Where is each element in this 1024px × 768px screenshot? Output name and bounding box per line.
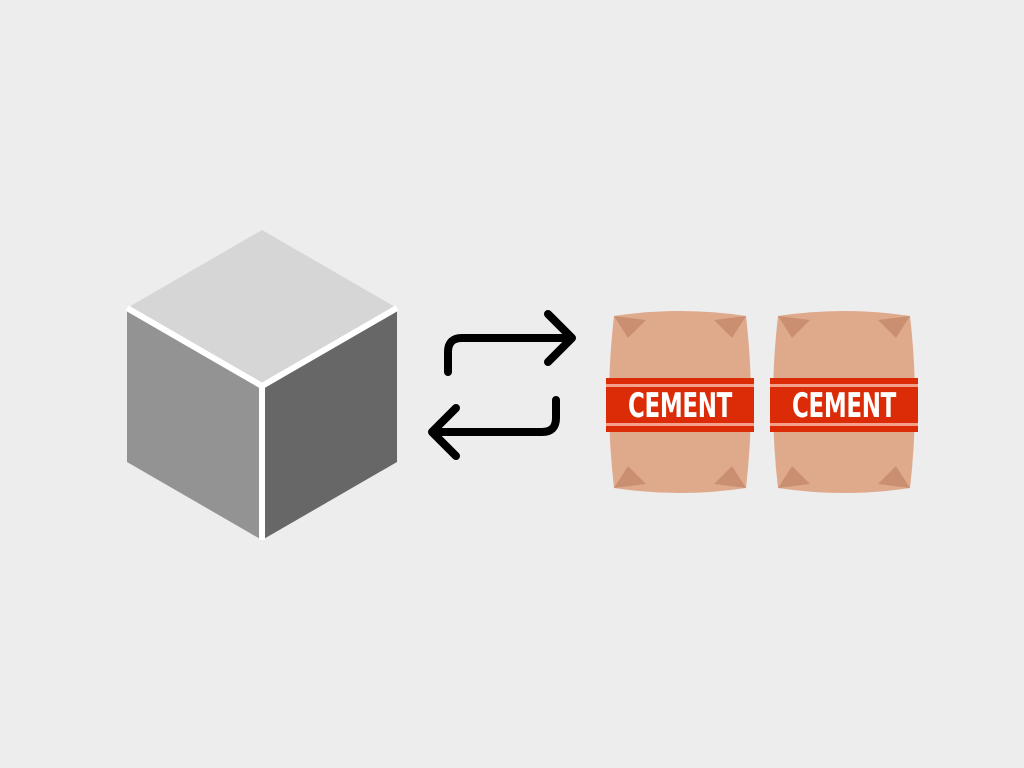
bag-corner-shading <box>614 316 746 488</box>
bag-band-stripe-bottom <box>606 423 754 426</box>
bag-corner-shading <box>778 316 910 488</box>
bag-label: CEMENT <box>628 386 733 426</box>
exchange-arrows-icon <box>428 310 576 460</box>
cube-left-face <box>127 308 262 540</box>
bag-label: CEMENT <box>792 386 897 426</box>
cement-bag-icon: CEMENT <box>606 311 754 493</box>
bag-band-stripe-bottom <box>770 423 918 426</box>
cube-icon <box>125 230 399 540</box>
cube-right-face <box>262 308 397 540</box>
bag-band-stripe-top <box>770 384 918 387</box>
arrow-right-icon <box>444 310 576 376</box>
bag-band-stripe-top <box>606 384 754 387</box>
cement-bag-icon: CEMENT <box>770 311 918 493</box>
arrow-left-icon <box>428 396 560 460</box>
